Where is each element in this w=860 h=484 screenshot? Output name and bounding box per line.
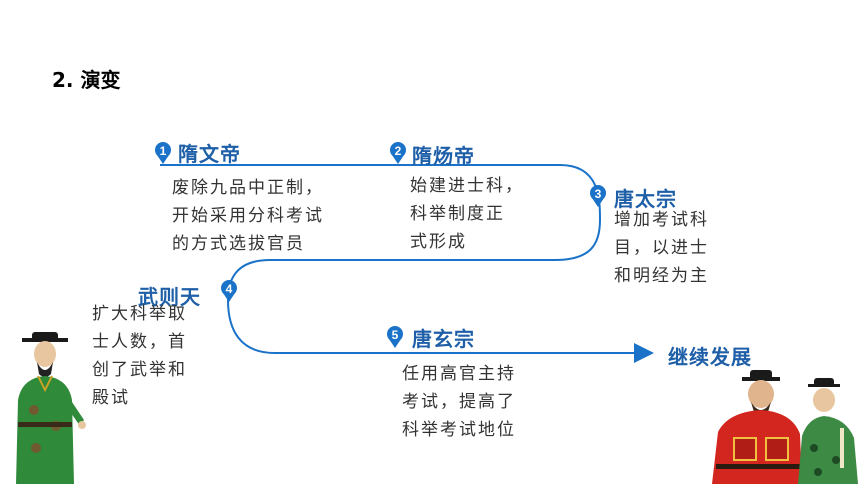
desc-line: 始建进士科， bbox=[410, 176, 524, 196]
node-label-3: 唐太宗 bbox=[614, 187, 677, 211]
svg-text:1: 1 bbox=[160, 144, 167, 158]
svg-text:2: 2 bbox=[395, 144, 402, 158]
desc-line: 考试，提高了 bbox=[402, 392, 516, 412]
desc-line: 废除九品中正制， bbox=[172, 178, 324, 198]
desc-line: 任用高官主持 bbox=[402, 364, 516, 384]
marker-4: 4 bbox=[221, 280, 237, 302]
svg-text:3: 3 bbox=[595, 187, 602, 201]
desc-line: 科举考试地位 bbox=[402, 420, 516, 440]
node-label-2: 隋炀帝 bbox=[412, 144, 475, 168]
official-in-green-robe-icon bbox=[16, 332, 86, 484]
node-desc-1: 废除九品中正制， 开始采用分科考试 的方式选拔官员 bbox=[172, 174, 324, 258]
desc-line: 开始采用分科考试 bbox=[172, 206, 324, 226]
desc-line: 目，以进士 bbox=[614, 238, 709, 258]
marker-1: 1 bbox=[155, 142, 171, 164]
node-label-5: 唐玄宗 bbox=[412, 327, 475, 351]
desc-line: 殿试 bbox=[92, 388, 130, 408]
node-desc-2: 始建进士科， 科举制度正 式形成 bbox=[410, 172, 524, 256]
desc-line: 式形成 bbox=[410, 232, 467, 252]
svg-text:4: 4 bbox=[226, 282, 233, 296]
desc-line: 科举制度正 bbox=[410, 204, 505, 224]
desc-line: 士人数，首 bbox=[92, 332, 187, 352]
desc-line: 创了武举和 bbox=[92, 360, 187, 380]
two-officials-icon bbox=[712, 370, 858, 484]
node-label-4: 武则天 bbox=[138, 285, 201, 309]
node-desc-3: 增加考试科 目，以进士 和明经为主 bbox=[614, 206, 709, 290]
node-label-1: 隋文帝 bbox=[178, 142, 241, 166]
svg-text:5: 5 bbox=[392, 328, 399, 342]
desc-line: 扩大科举取 bbox=[92, 304, 187, 324]
end-label: 继续发展 bbox=[668, 345, 752, 369]
marker-3: 3 bbox=[590, 185, 606, 207]
desc-line: 增加考试科 bbox=[614, 210, 709, 230]
section-title: 2. 演变 bbox=[52, 68, 121, 92]
node-desc-5: 任用高官主持 考试，提高了 科举考试地位 bbox=[402, 360, 516, 444]
marker-2: 2 bbox=[390, 142, 406, 164]
node-desc-4: 扩大科举取 士人数，首 创了武举和 殿试 bbox=[92, 300, 187, 412]
marker-5: 5 bbox=[387, 326, 403, 348]
desc-line: 和明经为主 bbox=[614, 266, 709, 286]
desc-line: 的方式选拔官员 bbox=[172, 234, 305, 254]
